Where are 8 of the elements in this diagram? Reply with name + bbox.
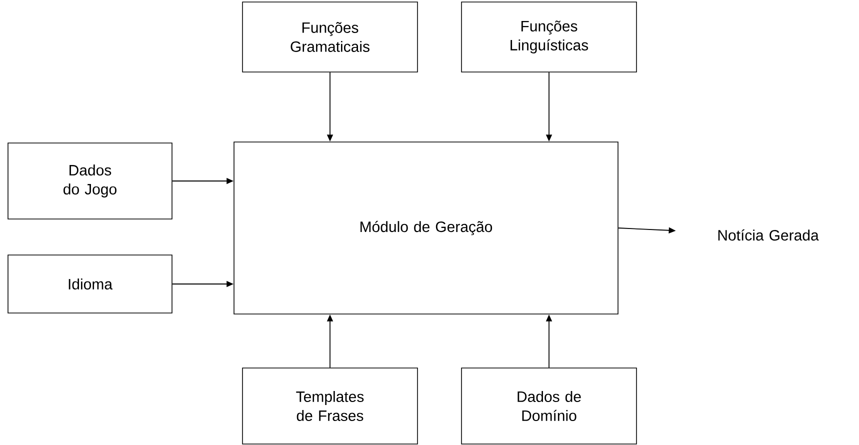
process-box: Templates de Frases [242, 368, 418, 444]
output-label: Notícia Gerada [718, 229, 819, 241]
process-box: Funções Gramaticais [242, 2, 418, 72]
process-box: Módulo de Geração [234, 142, 618, 314]
process-box: Dados de Domínio [461, 368, 637, 444]
process-box: Dados do Jogo [8, 142, 172, 220]
process-box: Funções Linguísticas [461, 2, 637, 72]
process-box: Idioma [8, 254, 172, 314]
